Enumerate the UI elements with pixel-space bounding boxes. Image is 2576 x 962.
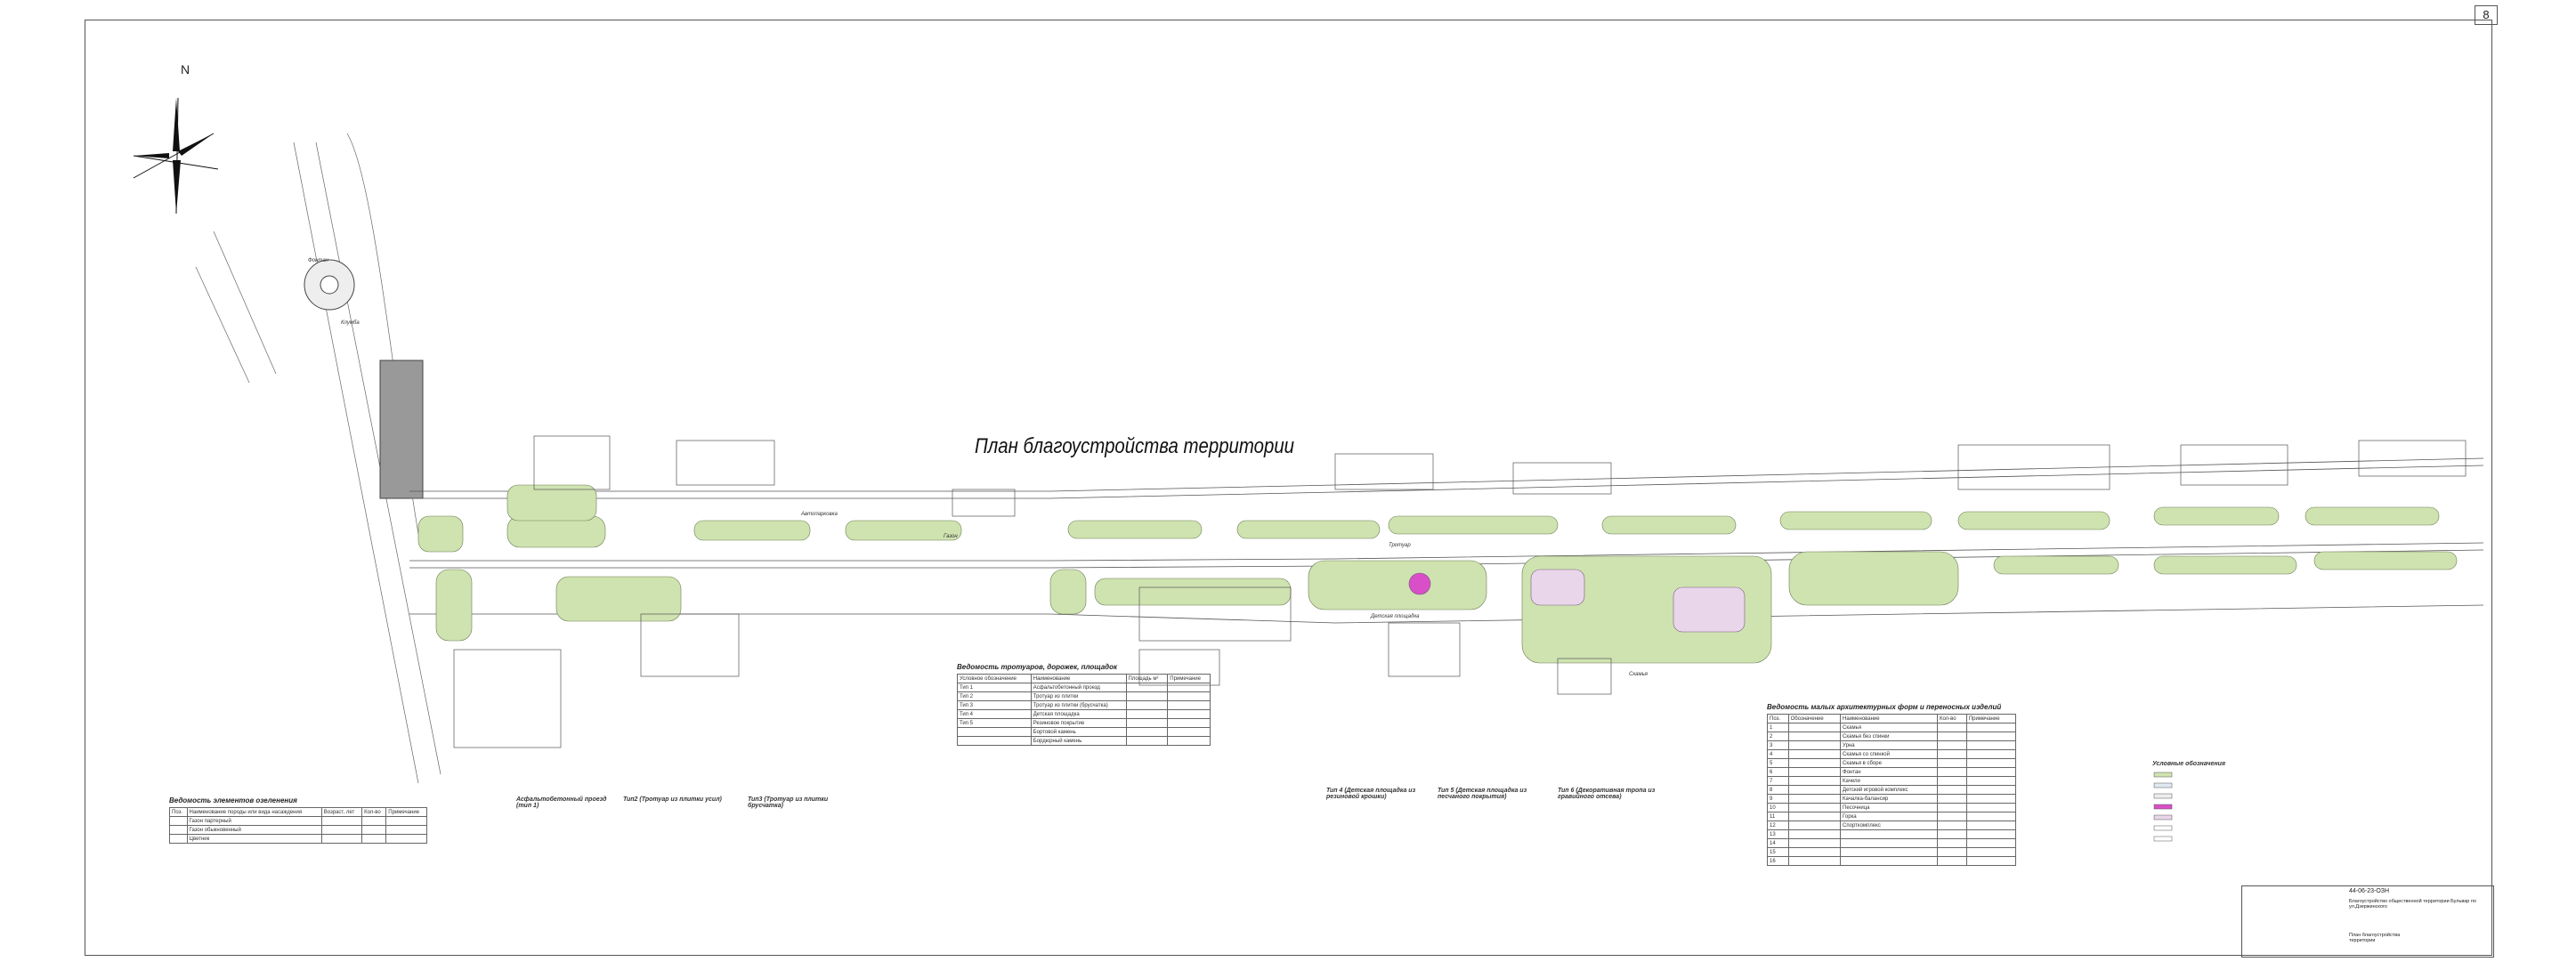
- greening-table: Ведомость элементов озеленения Поз. Наим…: [169, 796, 427, 844]
- lawn-strips: [417, 484, 2458, 664]
- north-label: N: [181, 62, 190, 77]
- section-type3: Тип3 (Тротуар из плитки брусчатка): [748, 796, 829, 809]
- small-forms-table: Ведомость малых архитектурных форм и пер…: [1767, 703, 2017, 866]
- section-type1: Асфальтобетонный проезд (тип 1): [516, 796, 607, 809]
- table-header: Примечание: [385, 807, 427, 817]
- table-header: Условное обозначение: [957, 674, 1032, 683]
- table-row: Газон обыкновенный: [169, 825, 427, 835]
- project-code: 44-06-23-ОЗН: [2349, 888, 2390, 894]
- table-header: Наименование: [1840, 714, 1938, 724]
- buildings: [453, 435, 2467, 748]
- table-row: 13: [1767, 829, 2017, 839]
- table-row: 14: [1767, 838, 2017, 848]
- table-header: Поз.: [1767, 714, 1789, 724]
- table-header: Кол-во: [1936, 714, 1967, 724]
- section-type2: Тип2 (Тротуар из плитки усил): [623, 796, 722, 803]
- stamp-sheet-name: План благоустройства территории: [2349, 933, 2401, 943]
- paving-table: Ведомость тротуаров, дорожек, площадок У…: [957, 663, 1211, 746]
- table-row: 15: [1767, 847, 2017, 857]
- label-playground: Детская площадка: [1371, 614, 1420, 619]
- label-lawn: Газон: [944, 534, 958, 539]
- table-header: Кол-во: [361, 807, 387, 817]
- project-object: Благоустройство общественной территории …: [2349, 899, 2476, 909]
- legend-caption: Условные обозначения: [2152, 761, 2226, 767]
- table-row: 16: [1767, 856, 2017, 866]
- table-header: Возраст, лет: [320, 807, 363, 817]
- greening-grid: Поз. Наименование породы или вида насажд…: [169, 807, 427, 844]
- page-title: План благоустройства территории: [975, 434, 1295, 458]
- label-sidewalk: Тротуар: [1389, 543, 1411, 548]
- table-header: Обозначение: [1787, 714, 1842, 724]
- table-header: Поз.: [169, 807, 188, 817]
- section-type6: Тип 6 (Декоративная тропа из гравийного …: [1558, 788, 1656, 800]
- legend: Условные обозначения: [2152, 761, 2295, 767]
- paving-table-caption: Ведомость тротуаров, дорожек, площадок: [957, 663, 1118, 671]
- table-header: Примечание: [1965, 714, 2017, 724]
- north-arrow-icon: [133, 97, 219, 214]
- label-flower-bed: Клумба: [341, 320, 360, 326]
- drawing-sheet-frame: [85, 20, 2492, 956]
- legend-swatches: [2153, 772, 2173, 842]
- sheet-number: 8: [2475, 5, 2498, 25]
- greening-table-caption: Ведомость элементов озеленения: [169, 796, 297, 804]
- label-fountain: Фонтан: [308, 258, 328, 263]
- fountain-icon: [304, 259, 355, 311]
- parking-block: [379, 360, 424, 499]
- table-row: Цветник: [169, 834, 427, 844]
- table-row: Бортовой камень: [957, 727, 1211, 737]
- table-header: Наименование: [1030, 674, 1127, 683]
- table-header: Площадь м²: [1125, 674, 1169, 683]
- title-block-stamp: 44-06-23-ОЗН Благоустройство общественно…: [2241, 885, 2494, 958]
- table-row: Бордюрный камень: [957, 736, 1211, 746]
- table-header: Наименование породы или вида насаждения: [186, 807, 322, 817]
- small-forms-caption: Ведомость малых архитектурных форм и пер…: [1767, 703, 2002, 711]
- section-type4: Тип 4 (Детская площадка из резиновой кро…: [1326, 788, 1416, 800]
- table-row: Газон партерный: [169, 816, 427, 826]
- playground-areas: [1408, 569, 1746, 633]
- label-bench: Скамья: [1629, 672, 1648, 677]
- section-type5: Тип 5 (Детская площадка из песчаного пок…: [1438, 788, 1527, 800]
- label-parking: Автопарковка: [801, 512, 838, 517]
- table-header: Примечание: [1167, 674, 1211, 683]
